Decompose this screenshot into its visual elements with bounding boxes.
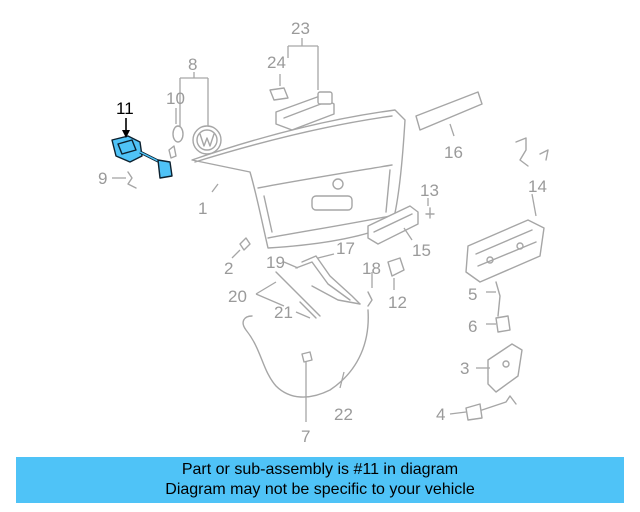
callout-12: 12 (388, 293, 407, 312)
leader-lines (112, 38, 537, 422)
banner-line-disclaimer: Diagram may not be specific to your vehi… (165, 481, 475, 498)
part-9-clip (127, 171, 137, 189)
part-18-clip (367, 291, 373, 307)
parts-diagram: 11 8 10 9 1 23 24 16 14 13 15 2 19 17 18… (98, 19, 549, 446)
part-14-latch (465, 219, 545, 283)
callout-3: 3 (460, 359, 469, 378)
part-23-handle (269, 87, 335, 131)
callout-1: 1 (198, 199, 207, 218)
part-22-cable (242, 309, 369, 398)
part-16-molding (415, 91, 483, 131)
part-17-hinge (295, 255, 361, 305)
part-14b-bracket (515, 137, 529, 167)
callout-2: 2 (224, 259, 233, 278)
info-banner: Part or sub-assembly is #11 in diagram D… (16, 457, 624, 503)
callout-23: 23 (291, 19, 310, 38)
part-6-bushing (495, 315, 511, 333)
callout-11: 11 (116, 99, 134, 118)
callout-13: 13 (420, 181, 439, 200)
emblem (168, 125, 222, 159)
callout-6: 6 (468, 317, 477, 336)
part-2-bumper (239, 237, 251, 251)
callout-18: 18 (362, 259, 381, 278)
callout-19: 19 (266, 253, 285, 272)
part-19-strut (275, 271, 321, 317)
callout-20: 20 (228, 287, 247, 306)
callout-14: 14 (528, 177, 547, 196)
callout-8: 8 (188, 55, 197, 74)
part-7-clip (301, 351, 313, 363)
part-4-cable-end (465, 395, 517, 421)
callout-16: 16 (444, 143, 463, 162)
callout-15: 15 (412, 241, 431, 260)
callout-9: 9 (98, 169, 107, 188)
part-12-switch (387, 257, 405, 277)
callout-21: 21 (274, 303, 293, 322)
part-13-screw (425, 207, 435, 219)
callout-17: 17 (336, 239, 355, 258)
part-3-latch (487, 343, 523, 393)
arrow-11 (122, 130, 130, 138)
part-15-light (367, 205, 419, 245)
callout-4: 4 (436, 405, 445, 424)
callout-5: 5 (468, 285, 477, 304)
part-11-lock-actuator (111, 135, 173, 179)
callout-22: 22 (334, 405, 353, 424)
callout-24: 24 (267, 53, 286, 72)
banner-line-part: Part or sub-assembly is #11 in diagram (181, 461, 459, 478)
callout-10: 10 (166, 89, 185, 108)
part-5-rod (495, 281, 501, 317)
callout-7: 7 (301, 427, 310, 446)
trunk-lid (191, 109, 406, 249)
